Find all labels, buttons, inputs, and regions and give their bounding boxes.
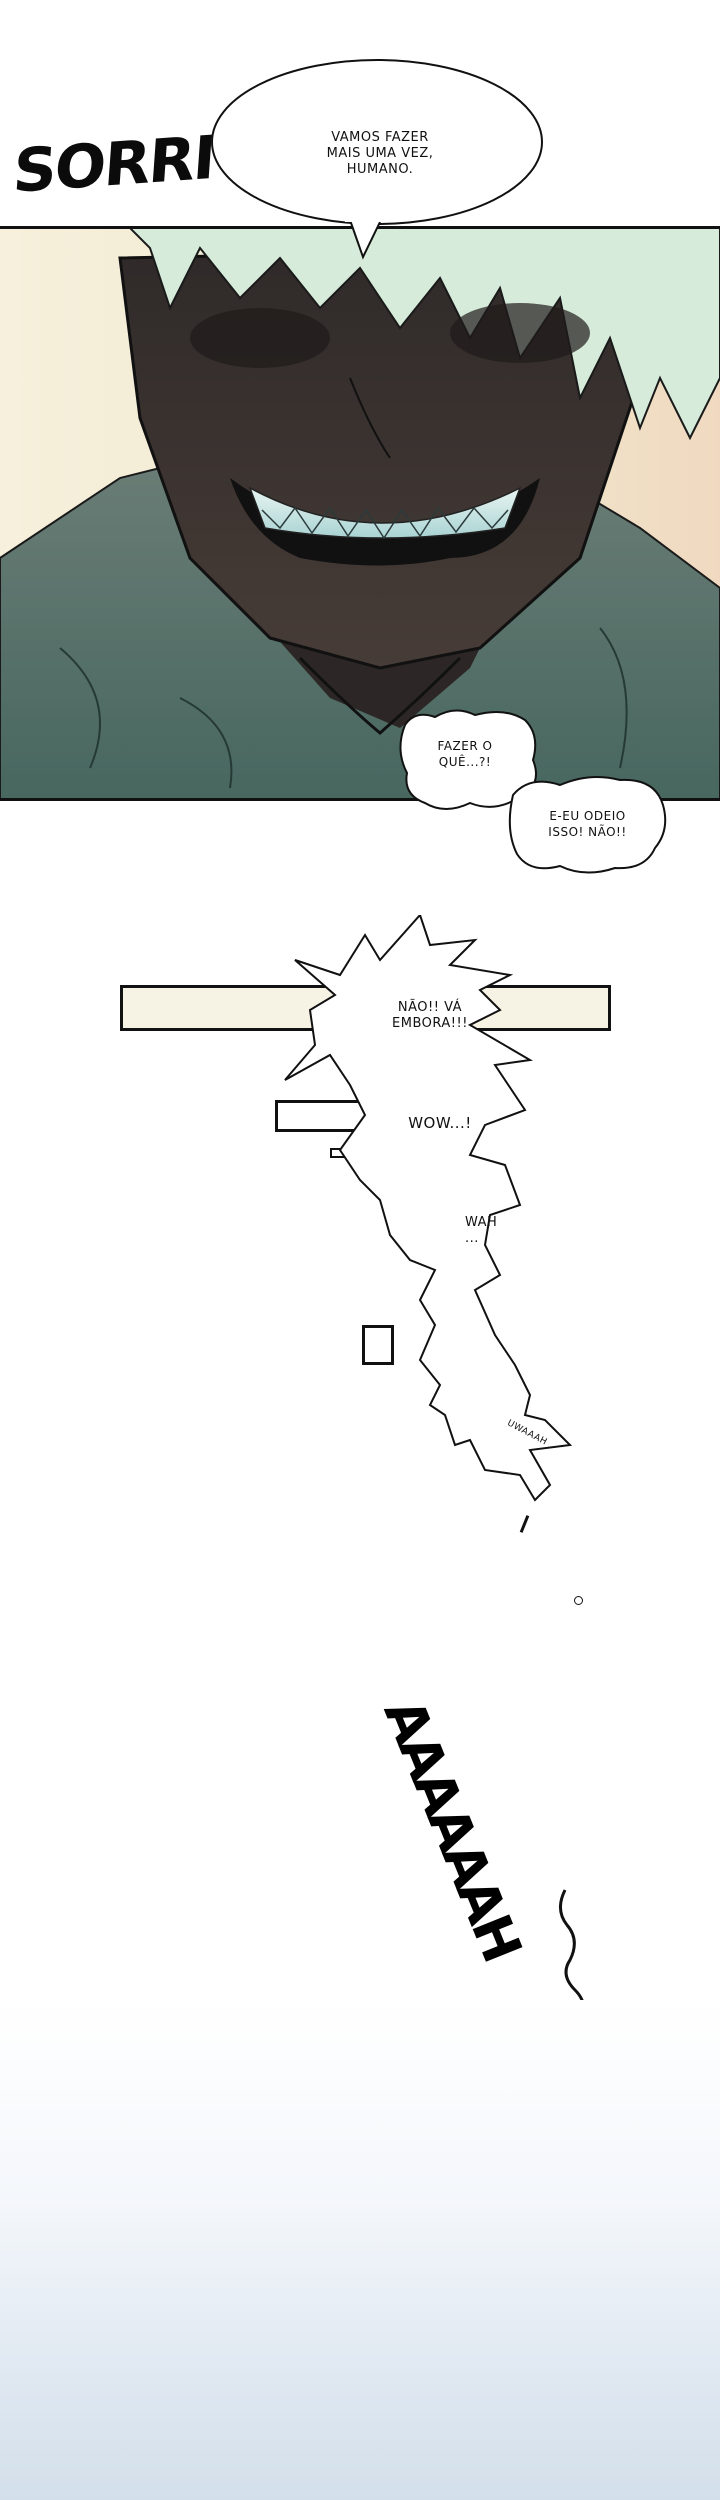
grin-illustration	[0, 228, 720, 800]
balloon-line: FAZER O	[437, 739, 493, 753]
balloon-line: QUÊ...?!	[438, 755, 492, 769]
sfx-sorri: SORRI	[10, 123, 217, 207]
small-square	[362, 1325, 394, 1365]
balloon-text-odeio: E-EU ODEIO ISSO! NÃO!!	[515, 808, 660, 840]
tail-dot	[574, 1596, 583, 1605]
scream-balloon	[284, 915, 573, 1502]
balloon-line: HUMANO.	[346, 162, 414, 177]
balloon-line: VAMOS FAZER	[331, 130, 429, 145]
balloon-line: NÃO!! VÁ	[397, 1000, 463, 1015]
bottom-fade	[0, 2000, 720, 2500]
balloon-text-fazer: FAZER O QUÊ...?!	[405, 738, 525, 770]
balloon-line: E-EU ODEIO	[549, 809, 626, 823]
tail-dash	[519, 1515, 530, 1533]
speech-balloon-wavy-b	[508, 775, 667, 874]
panel-bottom-border	[0, 798, 720, 801]
speech-balloon-oval	[211, 59, 543, 260]
sfx-aaaaaah: AAAAAAH	[371, 1690, 533, 1969]
manga-panel-grin	[0, 228, 720, 800]
balloon-line: ...	[465, 1231, 479, 1246]
balloon-line: EMBORA!!!	[392, 1016, 468, 1031]
scream-text-nao: NÃO!! VÁ EMBORA!!!	[370, 1000, 490, 1032]
balloon-line: WAH	[465, 1215, 498, 1230]
scream-text-wow: WOW...!	[408, 1114, 472, 1132]
balloon-line: MAIS UMA VEZ,	[326, 146, 434, 161]
balloon-text-vamos: VAMOS FAZER MAIS UMA VEZ, HUMANO.	[270, 130, 490, 178]
balloon-line: ISSO! NÃO!!	[548, 825, 627, 839]
scream-text-wah: WAH ...	[465, 1215, 515, 1247]
